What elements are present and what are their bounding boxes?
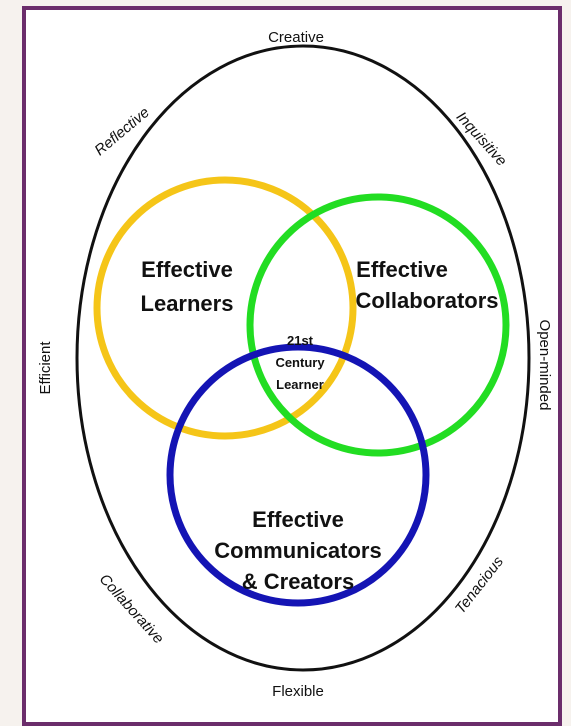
communicators-label-line2: Communicators: [214, 538, 381, 563]
outer-circle: [75, 44, 531, 672]
learners-label-line1: Effective: [141, 257, 233, 282]
center-label-line1: 21st: [287, 333, 314, 348]
trait-lower-right: Tenacious: [452, 553, 507, 617]
collaborators-label-line2: Collaborators: [355, 288, 498, 313]
center-label-line3: Learner: [276, 377, 324, 392]
trait-bottom: Flexible: [272, 683, 324, 700]
trait-left: Efficient: [37, 341, 54, 395]
trait-top: Creative: [268, 29, 324, 46]
collaborators-label-line1: Effective: [356, 257, 448, 282]
trait-lower-left: Collaborative: [96, 571, 167, 647]
communicators-label-line3: & Creators: [242, 569, 354, 594]
learners-circle: [93, 176, 357, 440]
center-label-line2: Century: [275, 355, 325, 370]
trait-upper-right: Inquisitive: [453, 109, 510, 170]
learners-label-line2: Learners: [141, 291, 234, 316]
trait-right: Open-minded: [536, 320, 553, 411]
collaborators-circle: [246, 193, 510, 457]
communicators-label-line1: Effective: [252, 507, 344, 532]
communicators-circle: [166, 343, 430, 607]
trait-upper-left: Reflective: [91, 104, 152, 159]
